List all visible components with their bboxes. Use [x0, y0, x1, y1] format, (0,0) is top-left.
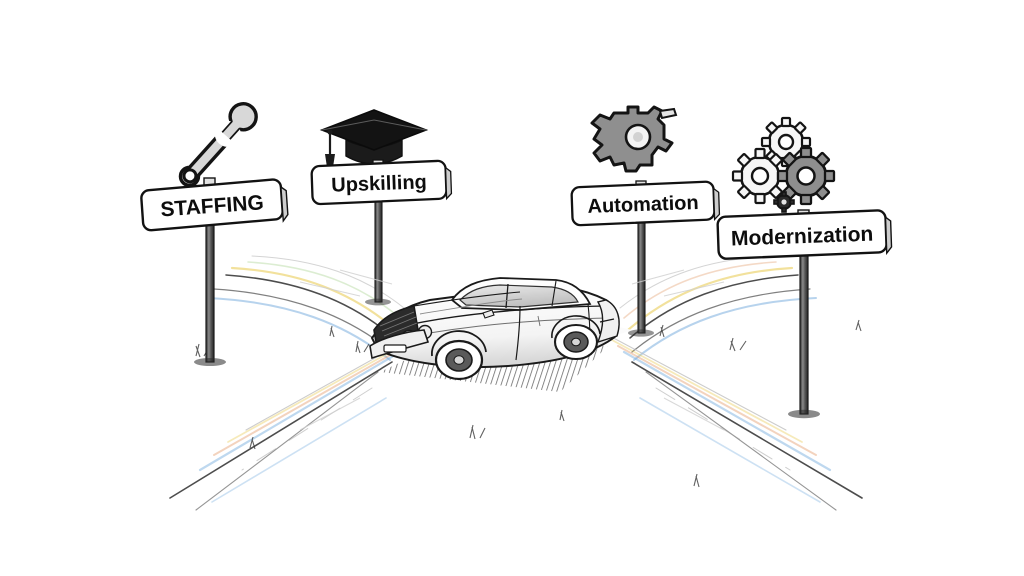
- sign-upskilling[interactable]: Upskilling: [310, 109, 453, 306]
- sign-staffing[interactable]: STAFFING: [140, 98, 289, 366]
- wrench-icon: [178, 102, 258, 188]
- sign-modernization[interactable]: Modernization: [716, 116, 893, 419]
- robot-head-icon: [590, 105, 678, 173]
- sign-plate: [716, 209, 888, 260]
- sign-plate: [310, 159, 448, 206]
- license-plate: [383, 344, 407, 353]
- side-mirror: [482, 309, 495, 319]
- sign-label-modernization: Modernization: [731, 223, 874, 251]
- sign-label-upskilling: Upskilling: [331, 171, 427, 196]
- sign-plate: [140, 178, 284, 232]
- graduation-cap-icon: [319, 109, 429, 174]
- gears-icon: [731, 116, 836, 213]
- classic-muscle-car: [369, 277, 620, 381]
- sign-plate: [570, 180, 716, 227]
- sketch-strokes: [299, 269, 725, 431]
- road-upper-left: [207, 255, 405, 361]
- sign-automation[interactable]: Automation: [570, 105, 721, 337]
- sign-label-automation: Automation: [587, 192, 699, 218]
- grass-tufts: [195, 319, 862, 488]
